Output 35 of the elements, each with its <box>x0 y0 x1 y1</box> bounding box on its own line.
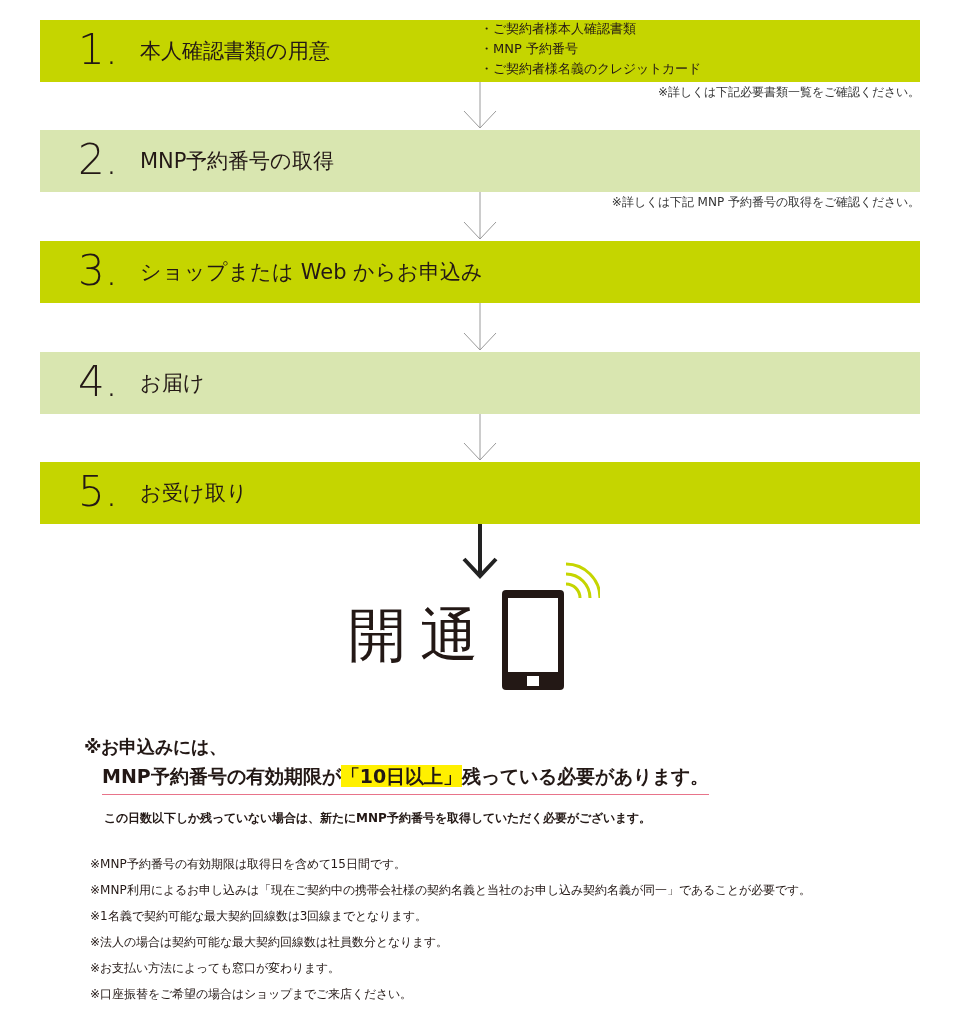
note: ※MNP予約番号の有効期限は取得日を含めて15日間です。 <box>90 856 406 873</box>
step-band <box>40 241 920 303</box>
note: ※MNP利用によるお申し込みは「現在ご契約中の携帯会社様の契約名義と当社のお申し込み契約名義が同一」であることが必要です。 <box>90 882 811 899</box>
step-band <box>40 20 920 82</box>
step-band <box>40 352 920 414</box>
step-title: 本人確認書類の用意 <box>140 38 330 65</box>
step-title: ショップまたは Web からお申込み <box>140 259 484 286</box>
note: ※詳しくは下記 MNP 予約番号の取得をご確認ください。 <box>611 194 920 211</box>
activation-text: 開通 <box>348 600 492 670</box>
bullet-item: ・ご契約者様名義のクレジットカード <box>480 61 701 77</box>
bullet-item: ・MNP 予約番号 <box>480 41 578 57</box>
step-band <box>40 130 920 192</box>
step-number: 1. <box>78 24 119 76</box>
note: ※1名義で契約可能な最大契約回線数は3回線までとなります。 <box>90 908 428 925</box>
step-number: 5. <box>78 466 119 518</box>
note: ※詳しくは下記必要書類一覧をご確認ください。 <box>657 84 920 101</box>
note: ※口座振替をご希望の場合はショップまでご来店ください。 <box>90 986 413 1003</box>
arrow <box>463 191 497 240</box>
step-number: 3. <box>78 245 119 297</box>
step-title: お届け <box>140 370 205 397</box>
bullet-item: ・ご契約者様本人確認書類 <box>480 21 636 37</box>
note: ※お支払い方法によっても窓口が変わります。 <box>90 960 341 977</box>
step-number: 2. <box>78 134 119 186</box>
arrow <box>463 81 497 129</box>
note: ※法人の場合は契約可能な最大契約回線数は社員数分となります。 <box>90 934 449 951</box>
step-title: お受け取り <box>140 480 248 507</box>
note-heading: ※お申込みには、 <box>84 735 228 759</box>
step-number: 4. <box>78 356 119 408</box>
notice-text: MNP予約番号の有効期限が「10日以上」残っている必要があります。 <box>102 764 710 795</box>
arrow <box>463 302 497 351</box>
step-band <box>40 462 920 524</box>
step-title: MNP予約番号の取得 <box>140 148 335 175</box>
note: この日数以下しか残っていない場合は、新たにMNP予約番号を取得していただく必要がございます。 <box>104 810 651 827</box>
arrow <box>463 413 497 461</box>
arrow <box>462 524 498 578</box>
